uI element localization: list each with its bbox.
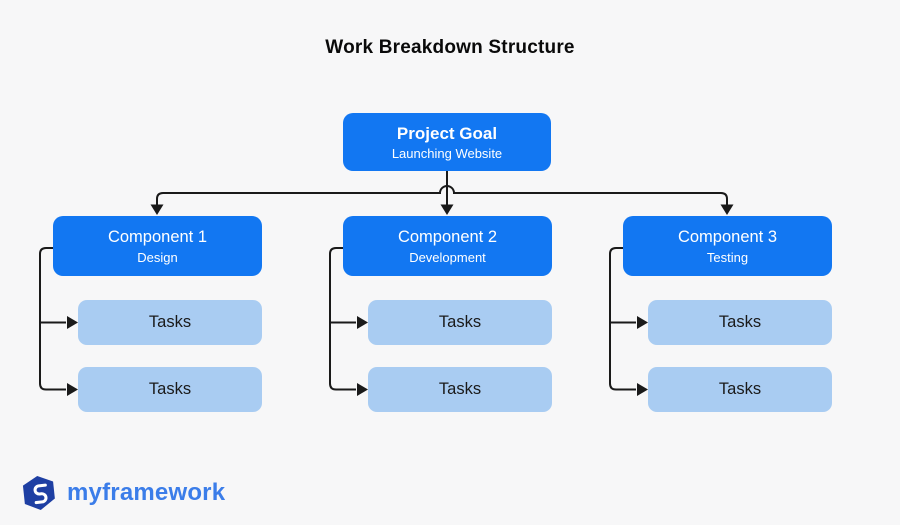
component-1-subtitle: Design xyxy=(137,249,178,265)
component-2-node: Component 2 Development xyxy=(343,216,552,276)
task-node: Tasks xyxy=(78,367,262,412)
task-node: Tasks xyxy=(368,367,552,412)
cube-logo-icon xyxy=(22,475,55,511)
task-node: Tasks xyxy=(648,300,832,345)
task-node: Tasks xyxy=(648,367,832,412)
project-goal-node: Project Goal Launching Website xyxy=(343,113,551,171)
diagram-title: Work Breakdown Structure xyxy=(325,37,575,58)
component-1-title: Component 1 xyxy=(107,228,208,247)
component-3-title: Component 3 xyxy=(677,228,778,247)
task-node: Tasks xyxy=(368,300,552,345)
project-goal-title: Project Goal xyxy=(396,123,498,143)
project-goal-subtitle: Launching Website xyxy=(391,146,503,162)
logo-text: myframework xyxy=(67,479,226,506)
component-2-subtitle: Development xyxy=(409,249,486,265)
myframework-logo[interactable]: myframework xyxy=(20,474,225,512)
component-1-node: Component 1 Design xyxy=(53,216,262,276)
connector-lines xyxy=(39,171,728,391)
task-node: Tasks xyxy=(78,300,262,345)
component-3-subtitle: Testing xyxy=(706,249,749,265)
component-3-node: Component 3 Testing xyxy=(623,216,832,276)
component-2-title: Component 2 xyxy=(397,228,498,247)
